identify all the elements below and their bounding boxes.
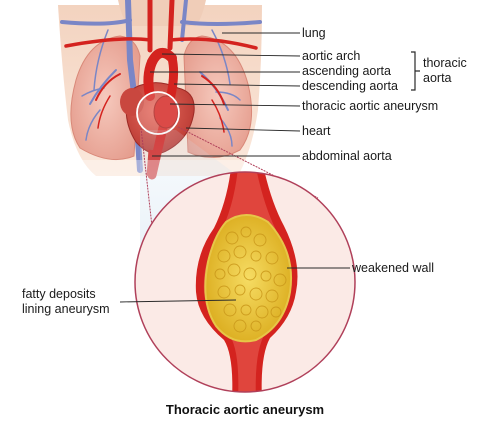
label-fatty-deposits: fatty deposits lining aneurysm bbox=[22, 287, 110, 316]
label-thoracic-aorta: thoracic aorta bbox=[423, 56, 467, 85]
label-aortic-arch: aortic arch bbox=[302, 49, 361, 63]
leader-heart bbox=[185, 127, 301, 132]
ascending-aorta bbox=[143, 57, 157, 101]
leader-lines bbox=[119, 32, 350, 303]
label-abdominal-aorta: abdominal aorta bbox=[302, 149, 392, 163]
label-heart: heart bbox=[302, 124, 331, 138]
zoom-circle-border bbox=[134, 171, 356, 393]
aneurysm-highlight-ring bbox=[136, 91, 180, 135]
leader-fatty-deposits bbox=[119, 299, 237, 303]
plaque-texture bbox=[214, 226, 287, 333]
label-weakened-wall: weakened wall bbox=[352, 261, 434, 275]
right-lung bbox=[183, 35, 253, 158]
leader-thoracic-aortic-aneurysm bbox=[169, 103, 301, 107]
label-descending-aorta: descending aorta bbox=[302, 79, 398, 93]
zoom-view bbox=[134, 171, 356, 393]
label-thoracic-aortic-aneurysm: thoracic aortic aneurysm bbox=[302, 99, 439, 113]
thoracic-aorta-bracket bbox=[411, 51, 420, 91]
figure-caption: Thoracic aortic aneurysm bbox=[165, 402, 325, 417]
label-lung: lung bbox=[302, 26, 326, 40]
leader-descending-aorta bbox=[173, 83, 301, 87]
leader-aortic-arch bbox=[161, 53, 301, 57]
label-ascending-aorta: ascending aorta bbox=[302, 64, 391, 78]
arteries bbox=[64, 0, 258, 133]
zoom-plaque bbox=[204, 214, 292, 343]
